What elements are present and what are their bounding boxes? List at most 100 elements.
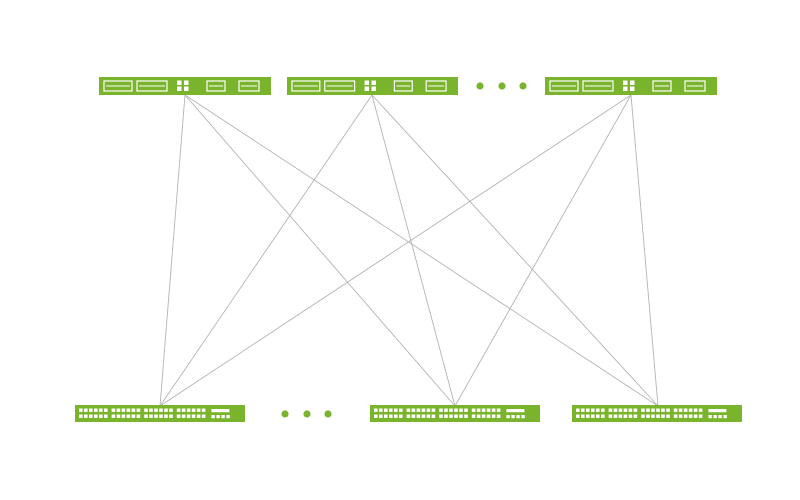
ethernet-port <box>394 414 398 418</box>
ethernet-port <box>389 408 393 412</box>
ethernet-port <box>613 414 618 418</box>
ethernet-port <box>449 408 453 412</box>
ethernet-port <box>576 408 580 412</box>
ethernet-port <box>439 414 443 418</box>
spine-switch-icon <box>99 77 271 95</box>
ethernet-port <box>486 408 491 412</box>
spine-layer <box>99 77 717 95</box>
ethernet-port <box>661 414 665 418</box>
ethernet-port <box>99 414 103 418</box>
ethernet-port <box>666 414 670 418</box>
link-line <box>159 94 186 407</box>
link-line <box>159 94 373 407</box>
ethernet-port <box>89 414 93 418</box>
ethernet-port <box>581 414 585 418</box>
power-module <box>393 80 413 92</box>
ethernet-port <box>613 408 618 412</box>
ethernet-port <box>608 414 613 418</box>
ellipsis-dot <box>303 410 311 418</box>
ethernet-port <box>591 408 595 412</box>
mgmt-port <box>184 80 189 85</box>
ethernet-port <box>144 408 148 412</box>
ethernet-port <box>411 408 416 412</box>
ethernet-port <box>601 414 605 418</box>
ethernet-port <box>406 414 411 418</box>
line-card-slot <box>103 80 133 92</box>
ethernet-port <box>633 408 638 412</box>
uplink-port <box>506 415 510 419</box>
ethernet-port <box>196 408 201 412</box>
link-line <box>184 94 659 407</box>
ethernet-port <box>196 414 201 418</box>
switch-chassis <box>370 405 540 422</box>
ethernet-port <box>121 414 126 418</box>
ethernet-port <box>416 408 421 412</box>
ethernet-port <box>384 414 388 418</box>
ethernet-port <box>459 408 463 412</box>
mgmt-port <box>184 86 189 91</box>
uplink-port <box>718 415 722 419</box>
ethernet-port <box>126 408 131 412</box>
ethernet-port <box>471 408 476 412</box>
switch-chassis <box>75 405 245 422</box>
line-card-slot <box>324 80 356 92</box>
leaf-layer <box>75 405 742 422</box>
ethernet-port <box>591 414 595 418</box>
ethernet-port <box>608 408 613 412</box>
mgmt-port <box>364 86 370 91</box>
uplink-port <box>221 415 225 419</box>
ethernet-port <box>164 408 168 412</box>
ellipsis-dot <box>519 82 527 90</box>
ethernet-port <box>683 408 688 412</box>
ethernet-port <box>131 414 136 418</box>
ethernet-port <box>159 408 163 412</box>
ethernet-port <box>646 414 650 418</box>
ethernet-port <box>651 414 655 418</box>
mgmt-port <box>623 86 628 91</box>
ethernet-port <box>491 414 496 418</box>
ethernet-port <box>459 414 463 418</box>
uplink-port <box>511 415 515 419</box>
ellipsis-dot <box>476 82 484 90</box>
uplink-port <box>211 409 230 413</box>
switch-chassis <box>572 405 742 422</box>
ethernet-port <box>454 414 458 418</box>
ethernet-port <box>79 414 83 418</box>
power-module <box>652 80 672 92</box>
ethernet-port <box>416 414 421 418</box>
ethernet-port <box>104 414 108 418</box>
ellipsis-layer <box>281 82 527 418</box>
leaf-switch-icon <box>572 405 742 422</box>
ethernet-port <box>104 408 108 412</box>
ethernet-port <box>673 414 678 418</box>
link-line <box>159 94 632 407</box>
ethernet-port <box>464 408 468 412</box>
ethernet-port <box>628 408 633 412</box>
ethernet-port <box>169 408 173 412</box>
mgmt-port <box>623 80 628 85</box>
ethernet-port <box>623 408 628 412</box>
ethernet-port <box>683 414 688 418</box>
leaf-switch-icon <box>75 405 245 422</box>
ethernet-port <box>496 414 501 418</box>
ethernet-port <box>111 408 116 412</box>
spine-switch-icon <box>545 77 717 95</box>
ethernet-port <box>471 414 476 418</box>
uplink-port <box>216 415 220 419</box>
ethernet-port <box>149 414 153 418</box>
ethernet-port <box>693 414 698 418</box>
link-line <box>630 94 659 407</box>
ethernet-port <box>454 408 458 412</box>
uplink-port <box>506 409 525 413</box>
ethernet-port <box>641 414 645 418</box>
ethernet-port <box>641 408 645 412</box>
mgmt-port <box>630 86 635 91</box>
ethernet-port <box>688 408 693 412</box>
ethernet-port <box>126 414 131 418</box>
ethernet-port <box>596 408 600 412</box>
ethernet-port <box>586 414 590 418</box>
ethernet-port <box>633 414 638 418</box>
ethernet-port <box>181 414 186 418</box>
ethernet-port <box>154 414 158 418</box>
